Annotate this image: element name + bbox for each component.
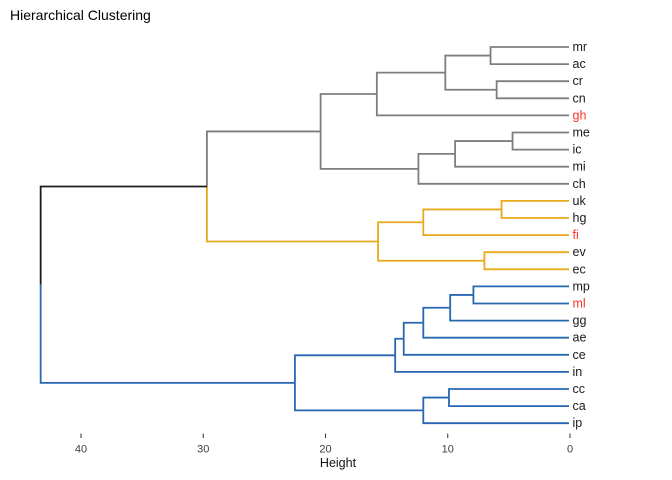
leaf-label-ic: ic <box>573 143 582 157</box>
branch <box>394 355 569 373</box>
leaf-label-mi: mi <box>573 160 586 174</box>
branch <box>402 338 569 356</box>
branch <box>394 337 404 356</box>
branch <box>483 260 569 271</box>
branch <box>417 168 569 185</box>
branch <box>206 130 321 187</box>
leaf-label-gg: gg <box>573 314 587 328</box>
leaf-label-cc: cc <box>573 382 586 396</box>
branch <box>449 294 474 308</box>
leaf-label-ec: ec <box>573 262 586 276</box>
leaf-label-cr: cr <box>573 74 583 88</box>
leaf-label-ip: ip <box>573 416 583 430</box>
branch <box>417 152 456 169</box>
branch <box>454 140 513 154</box>
branch <box>294 382 424 412</box>
x-axis-tick-label: 30 <box>197 444 209 456</box>
branch <box>472 285 569 295</box>
branch <box>319 131 419 170</box>
branch <box>422 222 569 237</box>
branch <box>39 284 295 384</box>
branch <box>483 251 569 261</box>
leaf-label-gh: gh <box>573 108 587 122</box>
leaf-label-ce: ce <box>573 348 586 362</box>
branch <box>489 46 569 56</box>
leaf-label-fi: fi <box>573 228 579 242</box>
branch <box>448 397 569 408</box>
chart-title: Hierarchical Clustering <box>10 7 151 23</box>
leaf-label-ml: ml <box>573 297 586 311</box>
branch <box>206 186 379 243</box>
leaf-label-mp: mp <box>573 279 590 293</box>
x-axis-title: Height <box>319 456 357 470</box>
leaf-label-cn: cn <box>573 91 586 105</box>
branch <box>422 306 451 323</box>
branch <box>500 199 569 210</box>
branch <box>449 307 569 322</box>
leaf-label-ac: ac <box>573 57 586 71</box>
branch <box>511 141 569 151</box>
leaf-label-uk: uk <box>573 194 587 208</box>
branch <box>444 54 491 73</box>
branch <box>448 388 569 398</box>
branch <box>294 354 396 383</box>
branch <box>422 322 569 339</box>
leaf-label-me: me <box>573 126 590 140</box>
branch <box>495 80 569 90</box>
leaf-label-ae: ae <box>573 331 587 345</box>
branch <box>377 241 485 262</box>
leaf-label-ch: ch <box>573 177 586 191</box>
branch <box>319 93 377 132</box>
branch <box>472 294 569 305</box>
branch <box>422 410 569 425</box>
leaf-label-ev: ev <box>573 245 587 259</box>
branch <box>500 209 569 219</box>
leaf-label-ca: ca <box>573 399 586 413</box>
branch <box>444 72 497 91</box>
branch <box>422 208 502 223</box>
branch <box>422 396 449 411</box>
branch <box>39 185 207 285</box>
x-axis-tick-label: 20 <box>319 444 331 456</box>
branch <box>375 94 569 117</box>
branch <box>489 55 569 65</box>
x-axis-tick-label: 10 <box>442 444 454 456</box>
branch <box>454 153 569 168</box>
branch <box>511 131 569 142</box>
x-axis-tick-label: 40 <box>75 444 87 456</box>
leaf-label-mr: mr <box>573 40 588 54</box>
branch <box>375 71 446 95</box>
branch <box>377 221 424 242</box>
leaf-label-in: in <box>573 365 583 379</box>
branch <box>402 321 424 339</box>
x-axis-tick-label: 0 <box>567 444 573 456</box>
leaf-label-hg: hg <box>573 211 587 225</box>
branch <box>495 89 569 100</box>
